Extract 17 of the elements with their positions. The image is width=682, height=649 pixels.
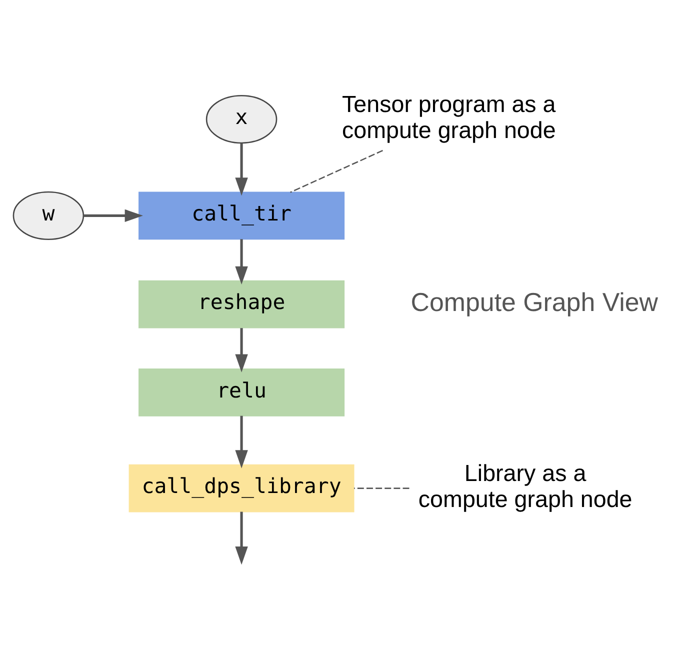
arrow: [235, 238, 248, 284]
node-box: call_tir: [138, 191, 345, 240]
arrow: [84, 208, 143, 222]
node-ellipse: x: [206, 94, 278, 144]
arrow: [235, 142, 248, 196]
arrow: [235, 511, 248, 564]
connector: [290, 149, 383, 192]
node-box: reshape: [138, 280, 345, 328]
arrow: [235, 328, 248, 372]
node-ellipse: w: [12, 190, 84, 240]
node-box: call_dps_library: [128, 464, 354, 512]
arrow: [235, 415, 248, 468]
node-text: Library as a compute graph node: [418, 460, 632, 512]
node-box: relu: [138, 368, 345, 416]
connector: [354, 487, 410, 488]
node-text: Tensor program as a compute graph node: [342, 90, 556, 142]
label: Compute Graph View: [410, 288, 658, 316]
